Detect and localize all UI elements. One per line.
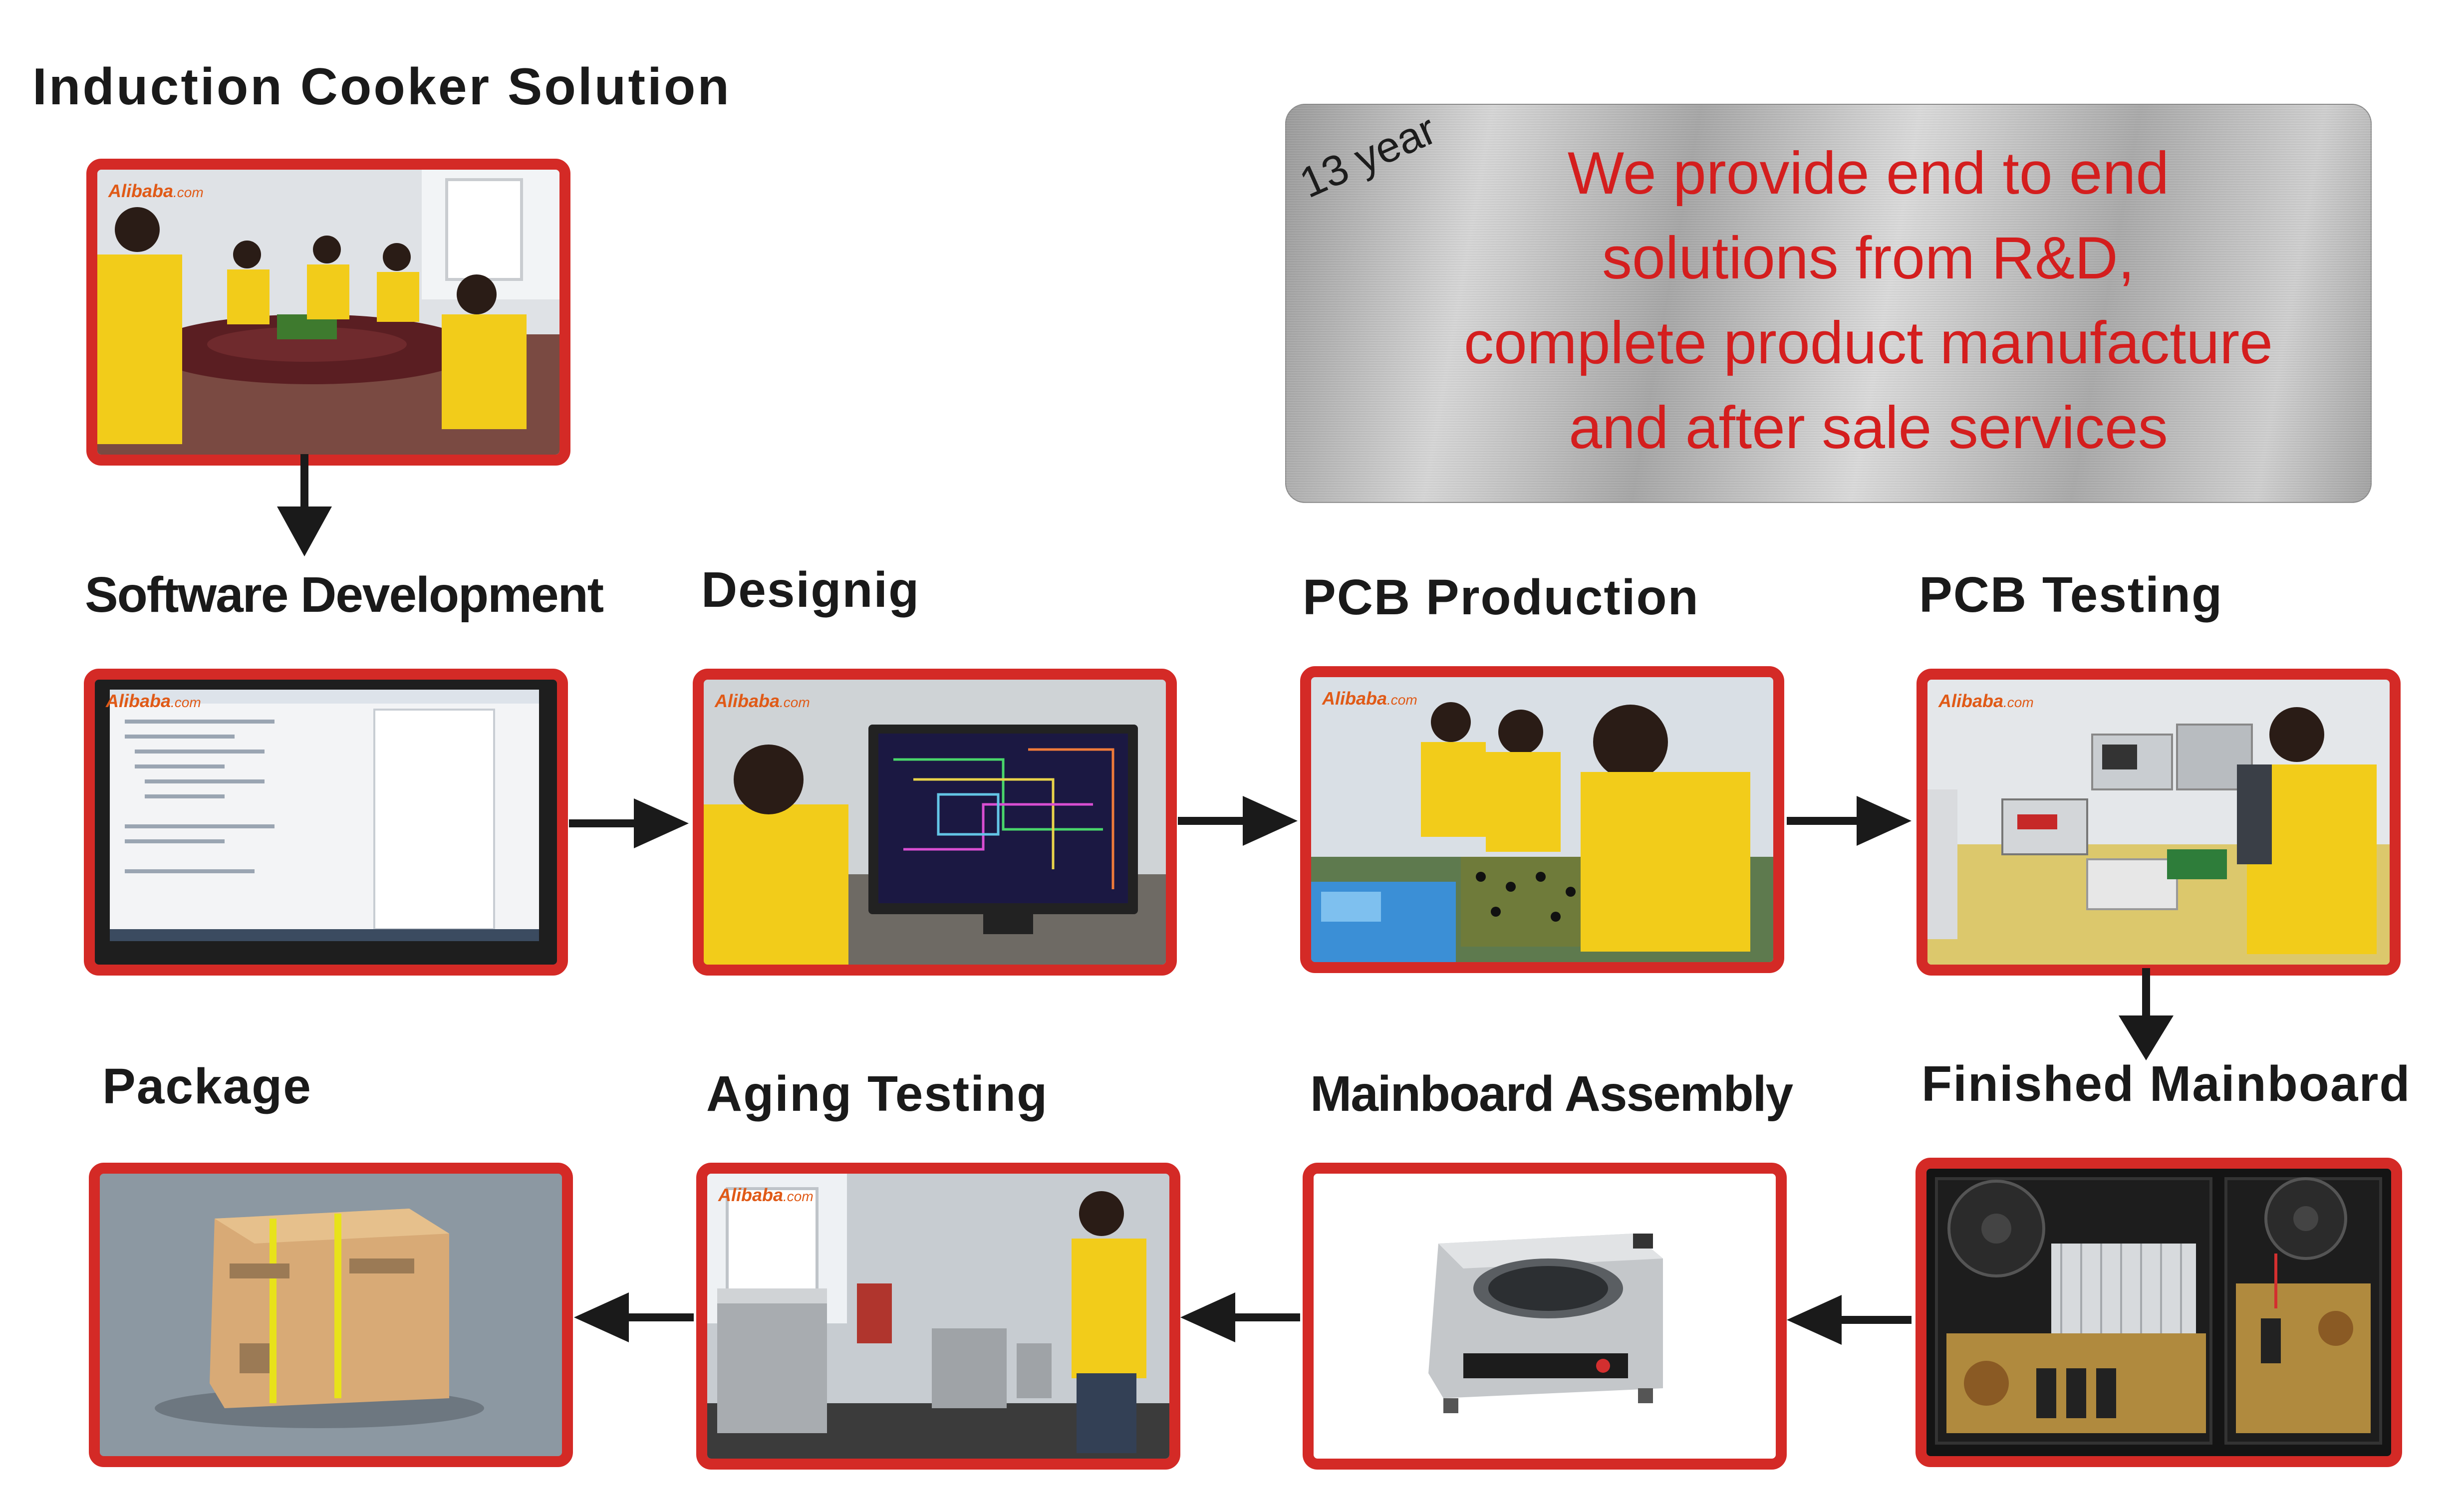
mainboard-assembly-photo: [1303, 1163, 1787, 1470]
step-label-designing: Designig: [701, 562, 920, 618]
arrow-left-icon: [1180, 1292, 1300, 1342]
designing-photo: Alibaba.com: [693, 669, 1177, 976]
alibaba-watermark: Alibaba.com: [1938, 691, 2034, 711]
arrow-left-icon: [1787, 1295, 1912, 1345]
step-label-finished-mainboard: Finished Mainboard: [1921, 1056, 2411, 1112]
step-label-pcb-production: PCB Production: [1303, 569, 1699, 625]
arrow-right-icon: [1787, 796, 1912, 846]
slogan-panel: 13 year We provide end to end solutions …: [1285, 104, 2372, 503]
step-label-mainboard-assembly: Mainboard Assembly: [1310, 1066, 1793, 1122]
finished-mainboard-photo: [1916, 1158, 2402, 1467]
pcb-testing-photo: Alibaba.com: [1916, 669, 2401, 976]
alibaba-watermark: Alibaba.com: [106, 691, 201, 711]
pcb-production-photo: Alibaba.com: [1300, 666, 1784, 973]
alibaba-watermark: Alibaba.com: [718, 1185, 814, 1205]
meeting-photo: Alibaba.com: [86, 159, 570, 466]
arrow-left-icon: [574, 1292, 694, 1342]
page-title: Induction Cooker Solution: [32, 58, 731, 116]
step-label-software-development: Software Development: [85, 567, 604, 623]
slogan-line-3: complete product manufacture: [1464, 309, 2273, 376]
alibaba-watermark: Alibaba.com: [1322, 688, 1417, 709]
package-photo: [89, 1163, 573, 1467]
slogan-line-4: and after sale services: [1569, 394, 2168, 461]
slogan-line-1: We provide end to end: [1567, 140, 2170, 207]
slogan-line-2: solutions from R&D,: [1602, 225, 2135, 291]
aging-testing-photo: Alibaba.com: [696, 1163, 1180, 1470]
step-label-aging-testing: Aging Testing: [706, 1066, 1049, 1122]
arrow-down-icon: [277, 454, 332, 556]
arrow-down-icon: [2119, 968, 2174, 1060]
step-label-package: Package: [102, 1058, 312, 1114]
step-label-pcb-testing: PCB Testing: [1919, 567, 2223, 623]
arrow-right-icon: [569, 798, 689, 848]
arrow-right-icon: [1178, 796, 1298, 846]
alibaba-watermark: Alibaba.com: [715, 691, 810, 711]
software-development-photo: Alibaba.com: [84, 669, 568, 976]
alibaba-watermark: Alibaba.com: [108, 181, 204, 201]
